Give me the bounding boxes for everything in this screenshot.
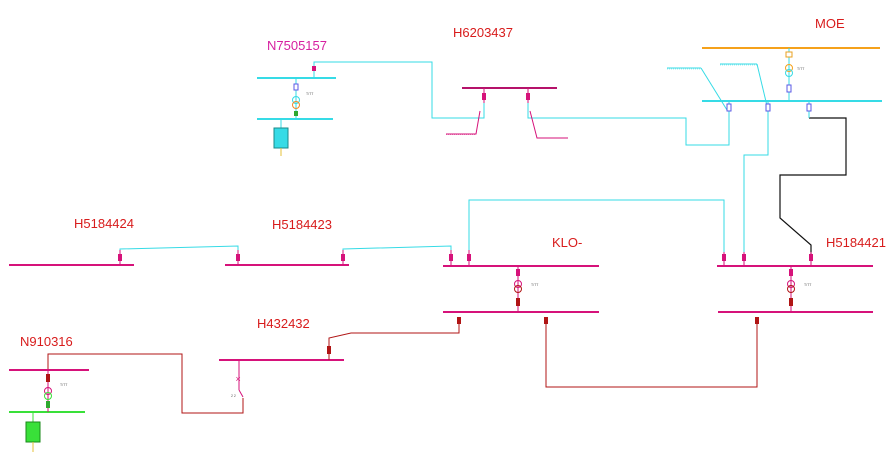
label-n910316[interactable]: N910316 [20,334,73,349]
breaker-icon[interactable] [806,103,812,112]
breaker-icon[interactable] [293,83,299,91]
svg-text:T/TT: T/TT [797,67,805,71]
klo-equipment: T/TT [449,250,548,324]
feeder-klo-h5184421-loop[interactable] [545,322,758,388]
h5184421-equipment: T/TT [722,252,813,324]
feeder-h432432-klo[interactable] [328,322,460,350]
breaker-icon[interactable] [765,103,771,112]
label-h5184423[interactable]: H5184423 [272,217,332,232]
label-klo[interactable]: KLO- [552,235,582,250]
switch-icon[interactable] [236,254,240,261]
feeder-h6203437-moe[interactable] [527,103,730,146]
breaker-icon[interactable] [46,374,50,382]
label-h5184421[interactable]: H5184421 [826,235,886,250]
feeder-n910316-h432432[interactable] [47,353,244,414]
generator-icon[interactable] [25,421,41,443]
n910316-equipment: T/TT [25,370,68,452]
h432432-equipment: × 2 2 [231,342,331,398]
switch-icon[interactable] [526,93,530,100]
breaker-icon[interactable] [785,51,793,58]
breaker-icon[interactable] [516,269,520,276]
breaker-icon[interactable] [755,317,759,324]
breaker-icon[interactable] [786,84,792,93]
svg-text:T/TT: T/TT [531,283,539,287]
transformer-winding-icon[interactable] [292,96,300,104]
feeder-moe-h5184421-black[interactable] [779,117,847,255]
darkred-feeders [47,322,758,414]
transformer-winding-icon[interactable] [785,64,793,72]
svg-text:T/TT: T/TT [804,283,812,287]
breaker-icon[interactable] [516,298,520,306]
feeder-klo-h5184421[interactable] [468,199,725,258]
switch-icon[interactable] [809,254,813,261]
label-moe[interactable]: MOE [815,16,845,31]
feeder-n7505157-h6203437[interactable] [313,61,485,119]
switch-icon[interactable] [341,254,345,261]
transformer-winding-icon[interactable] [787,285,795,293]
svg-text:2 2: 2 2 [231,394,236,398]
transformer-winding-icon[interactable] [44,392,52,400]
svg-text:T/TT: T/TT [60,383,68,387]
breaker-icon[interactable] [789,269,793,276]
breaker-icon[interactable] [327,346,331,354]
cyan-feeders [119,61,769,258]
label-h5184424[interactable]: H5184424 [74,216,134,231]
transformer-winding-icon[interactable] [514,285,522,293]
generator-icon[interactable] [273,127,289,149]
h5184424-h5184423-equipment [118,250,345,265]
label-n7505157[interactable]: N7505157 [267,38,327,53]
transformer-winding-icon[interactable] [787,280,795,288]
feeder-h5184424-h5184423[interactable] [119,245,239,258]
label-h6203437[interactable]: H6203437 [453,25,513,40]
station-labels: N7505157 H6203437 MOE H5184424 H5184423 … [20,16,886,349]
moe-equipment: T/TT [667,48,812,118]
open-switch-icon[interactable]: × [236,374,241,384]
busbars [9,47,882,413]
h6203437-equipment [446,88,568,139]
n7505157-equipment: T/TT [273,66,316,156]
switch-icon[interactable] [449,254,453,261]
breaker-icon[interactable] [544,317,548,324]
label-h432432[interactable]: H432432 [257,316,310,331]
breaker-icon[interactable] [46,401,50,408]
switch-icon[interactable] [118,254,122,261]
transformer-winding-icon[interactable] [44,387,52,395]
transformer-winding-icon[interactable] [292,101,300,109]
feeder-h5184423-klo[interactable] [342,245,452,258]
breaker-icon[interactable] [789,298,793,306]
switch-icon[interactable] [312,66,316,71]
switch-icon[interactable] [467,254,471,261]
breaker-icon[interactable] [457,317,461,324]
transformer-winding-icon[interactable] [514,280,522,288]
breaker-icon[interactable] [294,111,298,116]
switch-icon[interactable] [482,93,486,100]
feeder-moe-h5184421[interactable] [743,118,769,252]
breaker-icon[interactable] [726,103,732,112]
switch-icon[interactable] [722,254,726,261]
svg-text:T/TT: T/TT [306,92,314,96]
transformer-winding-icon[interactable] [785,69,793,77]
switch-icon[interactable] [742,254,746,261]
